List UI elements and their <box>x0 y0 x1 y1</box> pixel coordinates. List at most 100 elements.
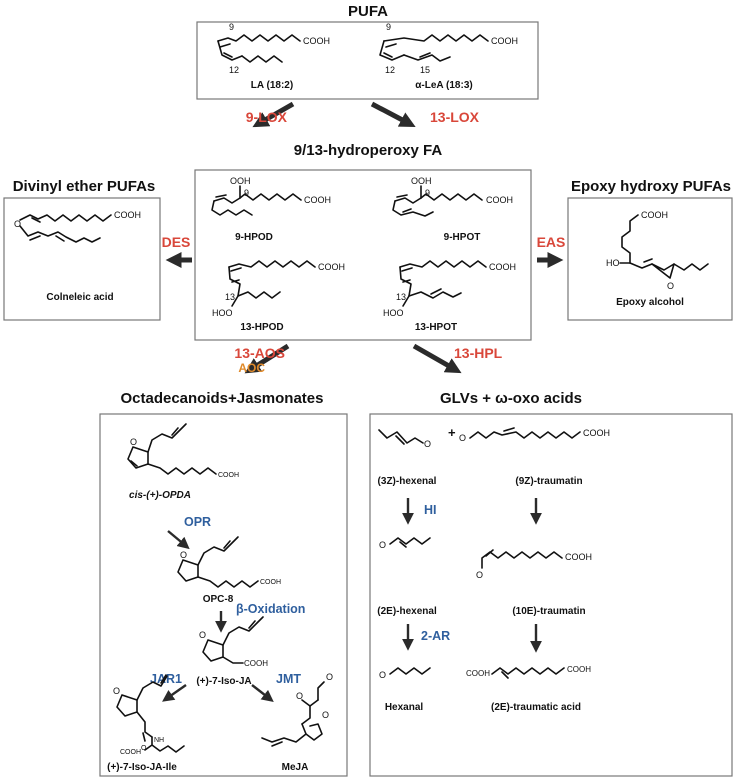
opda-name: cis-(+)-OPDA <box>129 490 191 501</box>
hpl-arrow <box>412 343 462 374</box>
opc8-cooh: COOH <box>260 579 281 586</box>
9-hpod-name: 9-HPOD <box>235 232 273 243</box>
colneleic-acid-structure: O COOH <box>14 210 141 243</box>
ala-name: α-LeA (18:3) <box>415 80 472 91</box>
13-hpot-name: 13-HPOT <box>415 322 457 333</box>
jmt-label: JMT <box>276 672 301 686</box>
traumatin-9z-structure: O COOH <box>459 427 610 443</box>
traumatic-acid-structure: COOH COOH <box>466 665 591 679</box>
ar-label: 2-AR <box>421 629 450 643</box>
pufa-title: PUFA <box>348 3 388 20</box>
aoc-label: AOC <box>238 361 265 375</box>
9-hpod-pos9: 9 <box>244 188 249 198</box>
traumatin-10e-cooh: COOH <box>565 552 592 562</box>
colneleic-o: O <box>14 219 21 229</box>
isoja-ile-structure: O O NH COOH <box>113 674 185 756</box>
epoxy-cooh: COOH <box>641 210 668 220</box>
hexenal-3z-name: (3Z)-hexenal <box>378 476 437 487</box>
isoja-ile-cooh: COOH <box>120 749 141 756</box>
la-name: LA (18:2) <box>251 80 293 91</box>
ala-pos15: 15 <box>420 65 430 75</box>
13-hpot-pos13: 13 <box>396 292 406 302</box>
aos-arrow <box>244 343 290 374</box>
lox13-arrow <box>370 101 416 127</box>
isoja-ile-o1: O <box>113 686 120 696</box>
traumatin-10e-o: O <box>476 570 483 580</box>
meja-structure: O O O <box>261 672 333 747</box>
opc8-o: O <box>180 550 187 560</box>
hydroperoxy-title: 9/13-hydroperoxy FA <box>294 142 443 159</box>
meja-o1: O <box>296 691 303 701</box>
la-pos9: 9 <box>229 22 234 32</box>
hexanal-name: Hexanal <box>385 702 424 713</box>
hexanal-structure: O <box>379 667 431 680</box>
traumatin-9z-cooh: COOH <box>583 428 610 438</box>
9-hpot-cooh: COOH <box>486 195 513 205</box>
meja-o3: O <box>326 672 333 682</box>
9-hpod-cooh: COOH <box>304 195 331 205</box>
jmt-arrow <box>251 684 274 702</box>
hpl-label: 13-HPL <box>454 345 503 361</box>
traumatin-9z-name: (9Z)-traumatin <box>515 476 582 487</box>
13-hpot-hoo: HOO <box>383 308 404 318</box>
opr-arrow <box>167 530 190 550</box>
9-hpot-ooh: OOH <box>411 176 432 186</box>
pufa-box <box>196 21 539 100</box>
9-hpot-structure: OOH 9 COOH <box>392 176 513 217</box>
opc8-structure: O COOH <box>177 536 281 588</box>
isoja-o: O <box>199 630 206 640</box>
epoxy-ho: HO <box>606 258 620 268</box>
isoja-ile-o2: O <box>141 745 147 752</box>
plus-sign: + <box>448 425 456 440</box>
divinyl-box <box>3 197 161 321</box>
divinyl-title: Divinyl ether PUFAs <box>13 178 156 195</box>
hexenal-2e-name: (2E)-hexenal <box>377 606 437 617</box>
opc8-name: OPC-8 <box>203 594 234 605</box>
isoja-name: (+)-7-Iso-JA <box>196 676 251 687</box>
opda-cooh: COOH <box>218 472 239 479</box>
isoja-ile-name: (+)-7-Iso-JA-Ile <box>107 762 177 773</box>
13-hpod-pos13: 13 <box>225 292 235 302</box>
9-hpot-pos9: 9 <box>425 188 430 198</box>
hexenal-2e-structure: O <box>379 537 431 550</box>
9-hpod-ooh: OOH <box>230 176 251 186</box>
ala-cooh-label: COOH <box>491 36 518 46</box>
ala-pos9: 9 <box>386 22 391 32</box>
isoja-ile-nh: NH <box>154 737 164 744</box>
traumatin-9z-o: O <box>459 433 466 443</box>
des-label: DES <box>162 234 191 250</box>
meja-o2: O <box>322 710 329 720</box>
13-hpot-structure: HOO 13 COOH <box>383 260 516 318</box>
ala-pos12: 12 <box>385 65 395 75</box>
glvs-box <box>369 413 733 777</box>
opda-structure: O COOH <box>127 423 239 479</box>
beta-oxidation-label: β-Oxidation <box>236 602 305 616</box>
epoxy-alcohol-structure: COOH HO O <box>606 210 709 291</box>
hexenal-3z-o: O <box>424 439 431 449</box>
eas-label: EAS <box>537 234 566 250</box>
13-hpod-cooh: COOH <box>318 262 345 272</box>
hexenal-3z-structure: O <box>378 429 431 449</box>
isoja-cooh: COOH <box>244 659 268 668</box>
13-hpod-name: 13-HPOD <box>240 322 283 333</box>
isoja-structure: O COOH <box>199 616 268 668</box>
9-hpod-structure: OOH 9 COOH <box>211 176 331 216</box>
epoxy-alcohol-name: Epoxy alcohol <box>616 297 684 308</box>
traumatin-10e-structure: O COOH <box>476 549 592 580</box>
hi-label: HI <box>424 503 437 517</box>
hexanal-o: O <box>379 670 386 680</box>
opda-o: O <box>130 437 137 447</box>
la-pos12: 12 <box>229 65 239 75</box>
lox9-arrow <box>252 101 295 128</box>
colneleic-name: Colneleic acid <box>46 292 113 303</box>
epoxy-title: Epoxy hydroxy PUFAs <box>571 178 731 195</box>
aos-label: 13-AOS <box>234 345 285 361</box>
traumatic-acid-cooh: COOH <box>567 665 591 674</box>
9-hpot-name: 9-HPOT <box>444 232 481 243</box>
alpha-linolenic-acid-structure: COOH 9 12 15 <box>379 22 518 75</box>
13-hpot-cooh: COOH <box>489 262 516 272</box>
colneleic-cooh: COOH <box>114 210 141 220</box>
octadecanoids-box <box>99 413 348 777</box>
traumatin-10e-name: (10E)-traumatin <box>512 606 585 617</box>
